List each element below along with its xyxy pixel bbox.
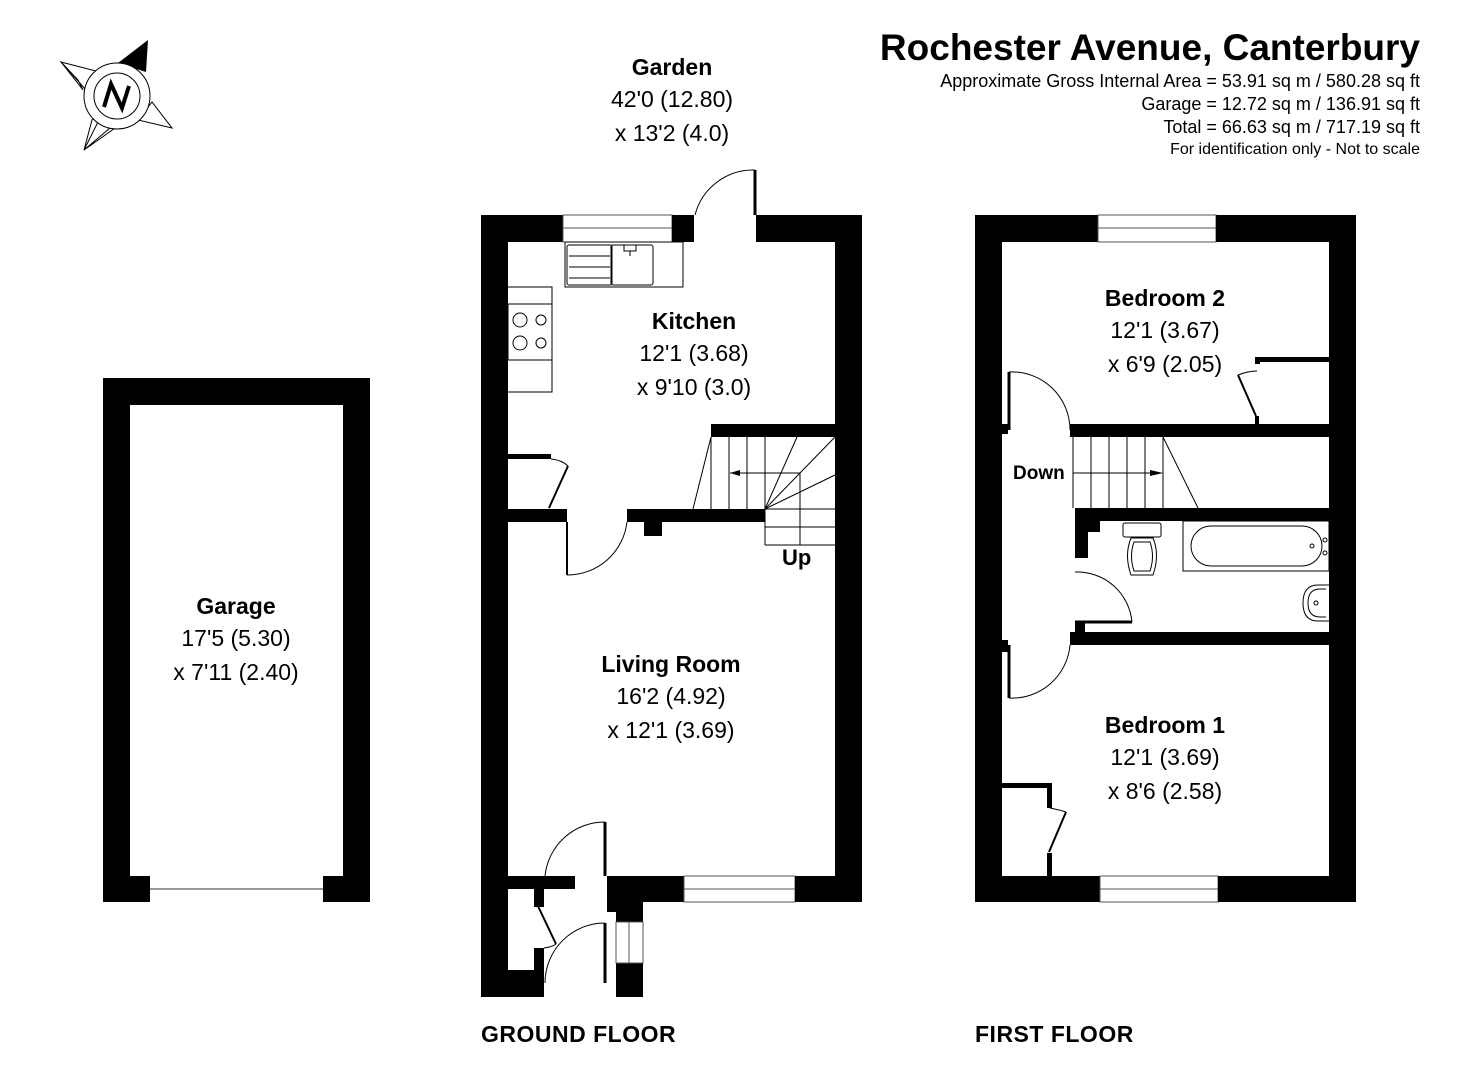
bedroom2-cupboard-door [1237, 370, 1258, 417]
room-dim-length: 12'1 (3.67) [1110, 317, 1220, 343]
room-dim-length: 16'2 (4.92) [616, 683, 726, 709]
kitchen-counter [508, 286, 553, 393]
room-name: Garage [196, 593, 276, 619]
stairs-down-label: Down [1013, 463, 1065, 484]
stairs-up-label: Up [782, 545, 812, 570]
room-label-garden: Garden 42'0 (12.80) x 13'2 (4.0) [611, 52, 733, 150]
property-header: Rochester Avenue, Canterbury Approximate… [880, 26, 1420, 161]
room-name: Bedroom 2 [1104, 285, 1226, 311]
porch-cupboard-door [536, 903, 557, 949]
room-label-kitchen: Kitchen 12'1 (3.68) x 9'10 (3.0) [637, 306, 751, 404]
disclaimer: For identification only - Not to scale [1170, 141, 1420, 158]
garage-walls [103, 378, 370, 902]
room-dim-width: x 8'6 (2.58) [1107, 778, 1223, 804]
room-name: Bedroom 1 [1104, 712, 1226, 738]
room-dim-length: 42'0 (12.80) [610, 86, 734, 112]
kitchen-garden-door [694, 169, 757, 216]
room-dim-width: x 7'11 (2.40) [173, 659, 299, 685]
room-dim-width: x 9'10 (3.0) [636, 374, 752, 400]
ground-floor-label: GROUND FLOOR [481, 1021, 677, 1047]
room-dim-length: 12'1 (3.69) [1110, 744, 1220, 770]
room-dim-width: x 13'2 (4.0) [614, 120, 730, 146]
gross-internal-area: Approximate Gross Internal Area = 53.91 … [940, 71, 1420, 91]
kitchen-sink [564, 241, 684, 288]
toilet-icon [1122, 522, 1162, 576]
hob-icon [507, 303, 553, 361]
room-dim-length: 17'5 (5.30) [181, 625, 291, 651]
room-dim-width: x 6'9 (2.05) [1107, 351, 1223, 377]
room-label-bedroom-1: Bedroom 1 12'1 (3.69) x 8'6 (2.58) [1105, 710, 1225, 808]
first-floor-walls [975, 214, 1356, 903]
first-floor-staircase [1072, 436, 1199, 509]
ground-floor-walls [481, 214, 862, 997]
compass-north-icon [59, 40, 174, 151]
room-name: Kitchen [651, 308, 737, 334]
first-floor-label: FIRST FLOOR [975, 1021, 1134, 1047]
garage-area: Garage = 12.72 sq m / 136.91 sq ft [1141, 94, 1420, 114]
living-room-door [566, 521, 628, 576]
kitchen-cupboard-door [548, 458, 569, 509]
bedroom2-door [1007, 371, 1071, 431]
total-area: Total = 66.63 sq m / 717.19 sq ft [1163, 117, 1420, 137]
front-door-inner [544, 821, 607, 877]
room-name: Living Room [601, 651, 741, 677]
bedroom1-door [1007, 644, 1071, 699]
bath-icon [1182, 520, 1330, 572]
room-dim-length: 12'1 (3.68) [639, 340, 749, 366]
room-label-living-room: Living Room 16'2 (4.92) x 12'1 (3.69) [601, 649, 740, 747]
basin-icon [1302, 584, 1329, 622]
room-label-bedroom-2: Bedroom 2 12'1 (3.67) x 6'9 (2.05) [1105, 283, 1225, 381]
bathroom-door [1074, 571, 1133, 624]
property-title: Rochester Avenue, Canterbury [879, 27, 1420, 68]
ground-floor-staircase [692, 436, 836, 546]
room-label-garage: Garage 17'5 (5.30) x 7'11 (2.40) [173, 591, 298, 689]
room-name: Garden [631, 54, 713, 80]
front-door-outer [544, 922, 607, 984]
bedroom1-cupboard-door [1048, 807, 1067, 853]
room-dim-width: x 12'1 (3.69) [607, 717, 735, 743]
